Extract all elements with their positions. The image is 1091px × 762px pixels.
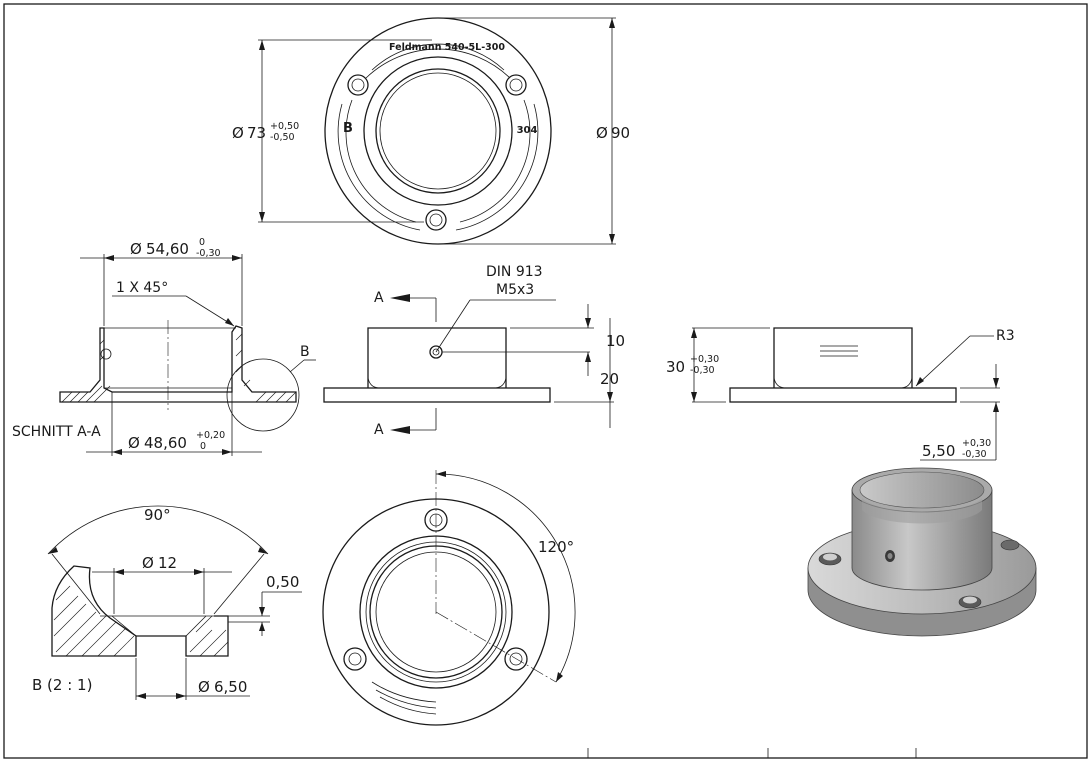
drawing-border <box>3 3 1088 759</box>
screw-height-value: 10 <box>606 332 625 350</box>
total-height-value: 30 <box>666 358 685 376</box>
detail-view: 90° Ø 12 0,50 Ø 6,50 B (2 : 1) <box>32 505 302 700</box>
section-marker-bottom: A <box>374 422 384 438</box>
flange-thickness-tol-lower: -0,30 <box>962 449 987 460</box>
countersink-depth-value: 0,50 <box>266 573 299 591</box>
total-height-tol-upper: +0,30 <box>690 354 719 365</box>
tube-dia-tol-upper: 0 <box>199 237 205 248</box>
tube-dia-value: 54,60 <box>146 240 189 258</box>
hole-spacing-angle-value: 120° <box>538 538 574 556</box>
bore-dia-value: 48,60 <box>144 434 187 452</box>
side-view: 30 +0,30 -0,30 R3 5,50 +0,30 -0,30 <box>666 327 1015 461</box>
engraving-text: Feldmann 540-5L-300 <box>389 42 505 53</box>
countersink-dia-value: 12 <box>158 554 177 572</box>
bolt-circle-tol-lower: -0,50 <box>270 132 295 143</box>
bolt-circle-dia-symbol: Ø <box>232 124 244 142</box>
detail-title: B (2 : 1) <box>32 676 92 694</box>
section-title: SCHNITT A-A <box>12 424 101 440</box>
hole-dia-symbol: Ø <box>198 678 210 696</box>
section-view: B Ø 54,60 0 -0,30 1 X 45° Ø 48,60 +0,20 … <box>12 237 316 456</box>
tube-dia-tol-lower: -0,30 <box>196 248 221 259</box>
section-marker-top: A <box>374 290 384 306</box>
front-view: A A DIN 913 M5x3 10 20 <box>323 264 625 438</box>
radius-value: R3 <box>996 328 1015 344</box>
flange-thickness-tol-upper: +0,30 <box>962 438 991 449</box>
stamp-text: 304 <box>517 125 538 136</box>
bolt-circle-dia-value: 73 <box>247 124 266 142</box>
standard-note-line2: M5x3 <box>496 282 534 298</box>
hole-dia-value: 6,50 <box>214 678 247 696</box>
outer-dia-symbol: Ø <box>596 124 608 142</box>
detail-ref-label: B <box>300 344 310 360</box>
total-height-tol-lower: -0,30 <box>690 365 715 376</box>
countersink-dia-symbol: Ø <box>142 554 154 572</box>
bore-dia-tol-upper: +0,20 <box>196 430 225 441</box>
top-view: Feldmann 540-5L-300 B 304 Ø 73 +0,50 -0,… <box>232 17 630 245</box>
bore-dia-tol-lower: 0 <box>200 441 206 452</box>
chamfer-label: 1 X 45° <box>116 280 168 296</box>
stamp-letter: B <box>343 121 353 136</box>
outer-dia-value: 90 <box>611 124 630 142</box>
flange-thickness-value: 5,50 <box>922 442 955 460</box>
tube-height-value: 20 <box>600 370 619 388</box>
bottom-view: 120° <box>322 470 576 726</box>
countersink-angle-value: 90° <box>144 506 171 524</box>
bore-dia-symbol: Ø <box>128 434 140 452</box>
standard-note-line1: DIN 913 <box>486 264 543 280</box>
bolt-circle-tol-upper: +0,50 <box>270 121 299 132</box>
isometric-view <box>807 467 1037 637</box>
tube-dia-symbol: Ø <box>130 240 142 258</box>
